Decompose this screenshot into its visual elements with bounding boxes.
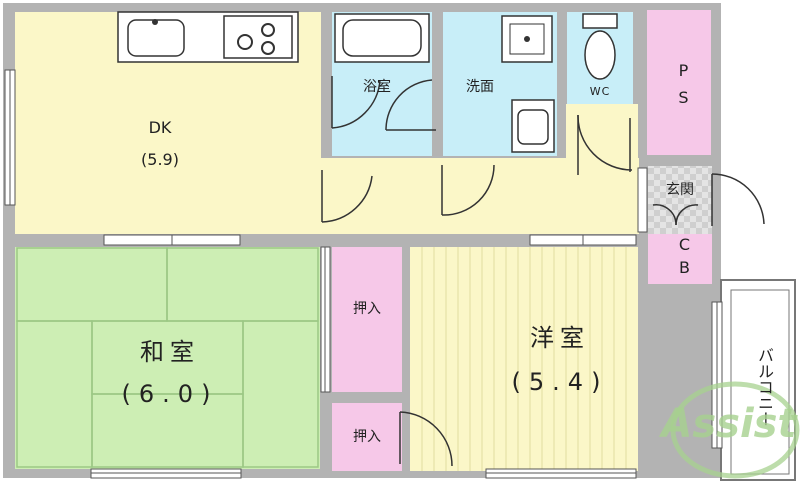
ps-name: PS <box>674 61 693 115</box>
cb-name: CB <box>675 235 694 281</box>
kitchen-counter <box>117 11 299 63</box>
wash-basin <box>511 99 555 153</box>
wc-name: WC <box>589 85 611 98</box>
closet-upper-name: 押入 <box>353 301 381 317</box>
cb-floor <box>648 234 712 284</box>
hallway-floor <box>321 158 639 234</box>
yoshitsu-floor <box>410 247 638 471</box>
assist-logo <box>670 381 800 479</box>
flooring-lines <box>421 247 627 471</box>
closet-lower-floor <box>332 403 402 471</box>
wc-hall-floor <box>566 104 638 164</box>
washroom-name: 洗面 <box>466 79 494 95</box>
sliding-doors <box>103 167 648 393</box>
assist-watermark: Assist <box>661 401 797 447</box>
yoshitsu-size: (5.4) <box>511 368 609 396</box>
closet-lower-name: 押入 <box>353 429 381 445</box>
entrance-floor <box>648 166 712 234</box>
dk-size: (5.9) <box>141 150 179 169</box>
washing-machine-pan <box>501 15 553 63</box>
balcony-name: バルコニー <box>755 347 774 427</box>
yoshitsu-name: 洋室 <box>530 324 590 352</box>
bath-name: 浴室 <box>363 79 391 95</box>
ps-floor <box>647 10 711 155</box>
tatami-lines <box>16 247 319 468</box>
bathtub <box>334 13 430 63</box>
washitsu-name: 和室 <box>140 338 200 366</box>
entrance-name: 玄関 <box>666 182 694 198</box>
windows <box>4 69 723 479</box>
dk-name: DK <box>148 118 172 137</box>
closet-upper-floor <box>332 247 402 392</box>
toilet <box>582 13 618 80</box>
door-swings <box>321 76 765 467</box>
washitsu-size: (6.0) <box>121 380 219 408</box>
